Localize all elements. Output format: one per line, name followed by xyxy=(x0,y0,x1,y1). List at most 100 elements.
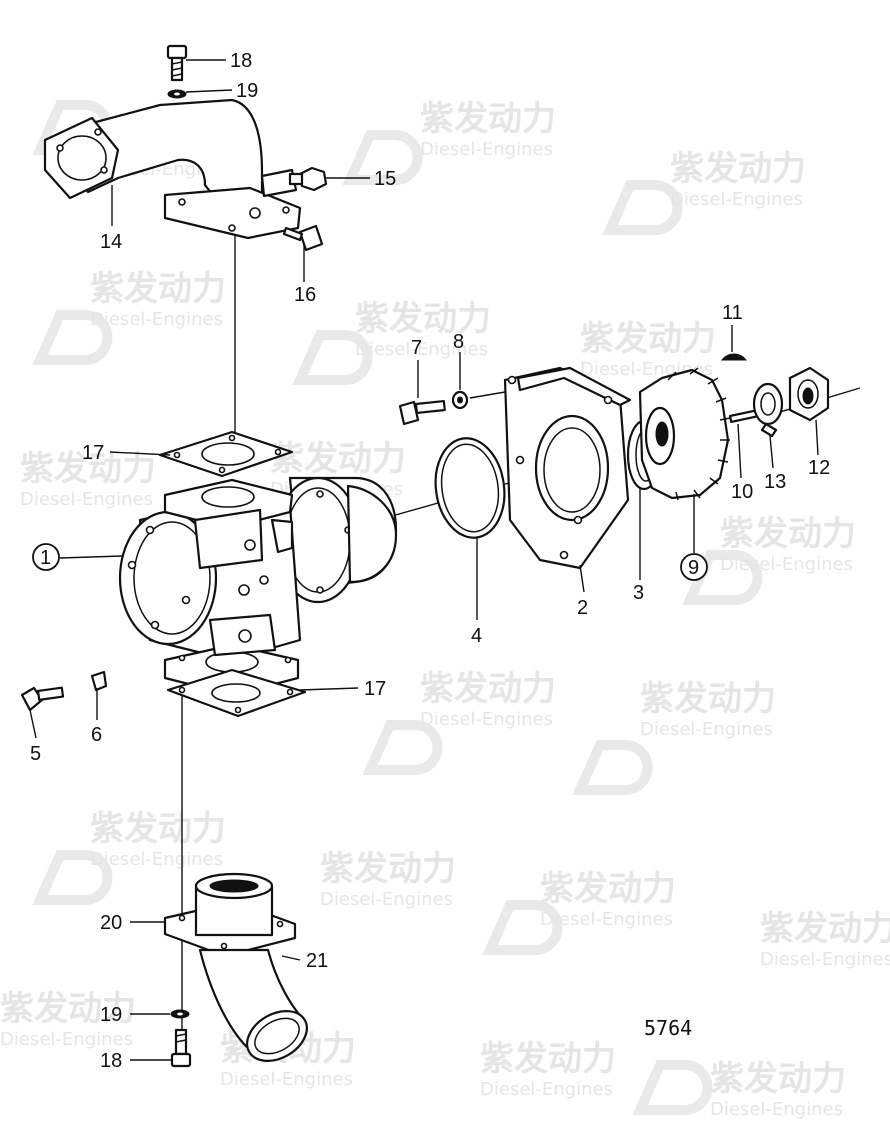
svg-text:紫发动力: 紫发动力 xyxy=(580,319,716,359)
watermark-16: 紫发动力 Diesel-Engines xyxy=(0,989,136,1050)
watermark-3: 紫发动力 Diesel-Engines xyxy=(602,149,806,235)
bottom-bolt xyxy=(170,1028,192,1068)
svg-text:紫发动力: 紫发动力 xyxy=(320,849,456,889)
watermark-10: 紫发动力 Diesel-Engines xyxy=(362,669,556,775)
watermark-5: 紫发动力 Diesel-Engines xyxy=(292,299,491,385)
svg-text:1: 1 xyxy=(40,547,51,569)
callout-10: 10 xyxy=(731,481,753,503)
watermark-9: 紫发动力 Diesel-Engines xyxy=(682,514,856,605)
svg-text:Diesel-Engines: Diesel-Engines xyxy=(710,1099,843,1120)
svg-text:紫发动力: 紫发动力 xyxy=(90,809,226,849)
drive-gear xyxy=(638,367,731,501)
svg-text:紫发动力: 紫发动力 xyxy=(355,299,491,339)
svg-text:紫发动力: 紫发动力 xyxy=(0,989,136,1029)
svg-text:紫发动力: 紫发动力 xyxy=(90,269,226,309)
svg-text:Diesel-Engines: Diesel-Engines xyxy=(90,849,223,870)
watermark-19: 紫发动力 Diesel-Engines xyxy=(710,1059,846,1120)
top-washer xyxy=(167,89,187,99)
side-bolt xyxy=(282,224,324,252)
svg-text:紫发动力: 紫发动力 xyxy=(480,1039,616,1079)
svg-text:紫发动力: 紫发动力 xyxy=(720,514,856,554)
callout-6: 6 xyxy=(91,724,102,746)
callout-17-lower: 17 xyxy=(364,678,386,700)
watermark-7: 紫发动力 Diesel-Engines xyxy=(20,449,156,510)
watermark-14: 紫发动力 Diesel-Engines xyxy=(482,869,676,955)
svg-text:紫发动力: 紫发动力 xyxy=(420,99,556,139)
callout-labels: 18 19 15 14 16 17 1 17 5 6 7 8 4 2 3 9 1… xyxy=(30,50,830,1072)
callout-20: 20 xyxy=(100,912,122,934)
svg-text:紫发动力: 紫发动力 xyxy=(540,869,676,909)
o-ring xyxy=(434,437,506,539)
callout-17-upper: 17 xyxy=(82,442,104,464)
svg-text:紫发动力: 紫发动力 xyxy=(420,669,556,709)
callout-1-circled: 1 xyxy=(32,543,60,571)
svg-text:9: 9 xyxy=(688,557,699,579)
svg-text:Diesel-Engines: Diesel-Engines xyxy=(670,189,803,210)
flange-washer xyxy=(451,390,469,410)
callout-13: 13 xyxy=(764,471,786,493)
svg-text:Diesel-Engines: Diesel-Engines xyxy=(640,719,773,740)
callout-16: 16 xyxy=(294,284,316,306)
drawing-number: 5764 xyxy=(644,1016,692,1040)
callout-21: 21 xyxy=(306,950,328,972)
svg-text:紫发动力: 紫发动力 xyxy=(670,149,806,189)
lower-elbow-pipe xyxy=(163,872,308,1062)
callout-14: 14 xyxy=(100,231,122,253)
svg-text:Diesel-Engines: Diesel-Engines xyxy=(760,949,890,970)
svg-text:Diesel-Engines: Diesel-Engines xyxy=(540,909,673,930)
callout-5: 5 xyxy=(30,743,41,765)
svg-text:Diesel-Engines: Diesel-Engines xyxy=(480,1079,613,1100)
callout-2: 2 xyxy=(577,597,588,619)
bearing-flange-plate xyxy=(503,366,632,570)
front-bolt xyxy=(20,686,65,712)
svg-text:紫发动力: 紫发动力 xyxy=(710,1059,846,1099)
callout-19-bottom: 19 xyxy=(100,1004,122,1026)
bottom-washer xyxy=(170,1009,190,1019)
callout-3: 3 xyxy=(633,582,644,604)
svg-text:Diesel-Engines: Diesel-Engines xyxy=(355,339,488,360)
watermark-12: 紫发动力 Diesel-Engines xyxy=(32,809,226,905)
svg-text:紫发动力: 紫发动力 xyxy=(20,449,156,489)
svg-text:紫发动力: 紫发动力 xyxy=(760,909,890,949)
lower-gasket xyxy=(166,668,307,718)
svg-text:Diesel-Engines: Diesel-Engines xyxy=(320,889,453,910)
callout-19-top: 19 xyxy=(236,80,258,102)
svg-text:Diesel-Engines: Diesel-Engines xyxy=(90,309,223,330)
plug-fitting xyxy=(288,166,328,192)
tab-washer xyxy=(752,382,784,438)
callout-12: 12 xyxy=(808,457,830,479)
watermark-15: 紫发动力 Diesel-Engines xyxy=(760,909,890,970)
upper-gasket xyxy=(158,430,294,478)
callout-11: 11 xyxy=(722,302,743,324)
lock-washer xyxy=(90,670,108,692)
pump-body xyxy=(118,476,398,697)
svg-text:Diesel-Engines: Diesel-Engines xyxy=(420,139,553,160)
callout-18-top: 18 xyxy=(230,50,252,72)
watermark-11: 紫发动力 Diesel-Engines xyxy=(572,679,776,795)
woodruff-key xyxy=(720,353,748,361)
callout-4: 4 xyxy=(471,625,482,647)
flange-bolt xyxy=(398,399,446,426)
callout-15: 15 xyxy=(374,168,396,190)
svg-text:Diesel-Engines: Diesel-Engines xyxy=(20,489,153,510)
callout-9-circled: 9 xyxy=(680,553,708,581)
callout-18-bottom: 18 xyxy=(100,1050,122,1072)
watermark-13: 紫发动力 Diesel-Engines xyxy=(320,849,456,910)
top-bolt xyxy=(166,44,188,82)
callout-8: 8 xyxy=(453,331,464,353)
watermark-18: 紫发动力 Diesel-Engines xyxy=(480,1039,713,1115)
watermark-layer: 紫发动力 Diesel-Engines 紫发动力 Diesel-Engines … xyxy=(0,99,890,1120)
svg-text:Diesel-Engines: Diesel-Engines xyxy=(220,1069,353,1090)
svg-text:紫发动力: 紫发动力 xyxy=(270,439,406,479)
hex-nut xyxy=(788,366,830,422)
leader-lines xyxy=(29,59,819,1061)
watermark-4: 紫发动力 Diesel-Engines xyxy=(32,269,226,365)
svg-text:Diesel-Engines: Diesel-Engines xyxy=(420,709,553,730)
svg-text:Diesel-Engines: Diesel-Engines xyxy=(720,554,853,575)
upper-elbow-pipe xyxy=(43,98,302,240)
watermark-6: 紫发动力 Diesel-Engines xyxy=(580,319,716,380)
svg-text:紫发动力: 紫发动力 xyxy=(640,679,776,719)
watermark-2: 紫发动力 Diesel-Engines xyxy=(342,99,556,185)
callout-7: 7 xyxy=(411,337,422,359)
